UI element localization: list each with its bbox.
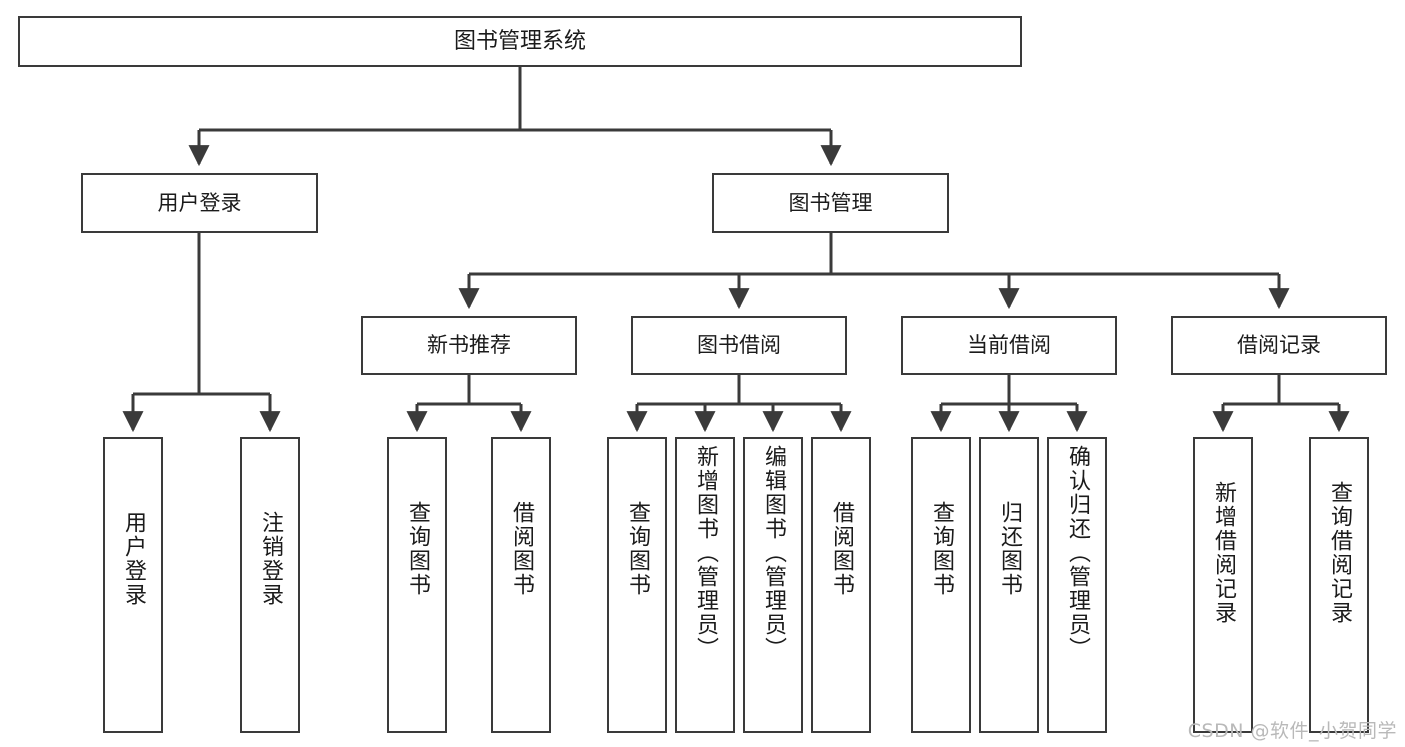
node-book-borrow[interactable]: 图书借阅: [631, 316, 847, 375]
node-label: 查询图书: [929, 501, 954, 597]
leaf-query-book-current[interactable]: 查询图书: [911, 437, 971, 733]
leaf-query-book-borrow[interactable]: 查询图书: [607, 437, 667, 733]
node-label: 用户登录: [157, 190, 242, 215]
node-label: 用户登录: [121, 511, 146, 607]
leaf-logout[interactable]: 注销登录: [240, 437, 300, 733]
node-label: 图书管理: [788, 190, 873, 215]
leaf-confirm-return-admin[interactable]: 确认归还（管理员）: [1047, 437, 1107, 733]
leaf-add-borrow-record[interactable]: 新增借阅记录: [1193, 437, 1253, 733]
node-label: 编辑图书（管理员）: [761, 445, 786, 661]
node-label: 新书推荐: [427, 333, 511, 358]
node-label: 图书借阅: [697, 333, 781, 358]
node-new-book-recommend[interactable]: 新书推荐: [361, 316, 577, 375]
leaf-borrow-book[interactable]: 借阅图书: [811, 437, 871, 733]
node-label: 新增图书（管理员）: [693, 445, 718, 661]
leaf-user-login[interactable]: 用户登录: [103, 437, 163, 733]
node-label: 借阅图书: [829, 501, 854, 597]
leaf-add-book-admin[interactable]: 新增图书（管理员）: [675, 437, 735, 733]
node-label: 查询借阅记录: [1327, 481, 1352, 625]
node-label: 图书管理系统: [453, 28, 586, 54]
watermark-text: CSDN @软件_小贺同学: [1187, 720, 1397, 742]
node-borrow-record[interactable]: 借阅记录: [1171, 316, 1387, 375]
leaf-edit-book-admin[interactable]: 编辑图书（管理员）: [743, 437, 803, 733]
node-book-management[interactable]: 图书管理: [712, 173, 949, 233]
node-label: 当前借阅: [967, 333, 1051, 358]
leaf-return-book[interactable]: 归还图书: [979, 437, 1039, 733]
leaf-query-book-recommend[interactable]: 查询图书: [387, 437, 447, 733]
node-label: 查询图书: [405, 501, 430, 597]
node-label: 确认归还（管理员）: [1065, 445, 1090, 661]
node-label: 借阅记录: [1237, 333, 1321, 358]
node-label: 借阅图书: [509, 501, 534, 597]
node-label: 查询图书: [625, 501, 650, 597]
node-current-borrow[interactable]: 当前借阅: [901, 316, 1117, 375]
node-label: 归还图书: [997, 501, 1022, 597]
node-label: 注销登录: [258, 511, 283, 607]
node-user-login[interactable]: 用户登录: [81, 173, 318, 233]
node-root-book-management-system[interactable]: 图书管理系统: [18, 16, 1022, 67]
leaf-borrow-book-recommend[interactable]: 借阅图书: [491, 437, 551, 733]
node-label: 新增借阅记录: [1211, 481, 1236, 625]
leaf-query-borrow-record[interactable]: 查询借阅记录: [1309, 437, 1369, 733]
